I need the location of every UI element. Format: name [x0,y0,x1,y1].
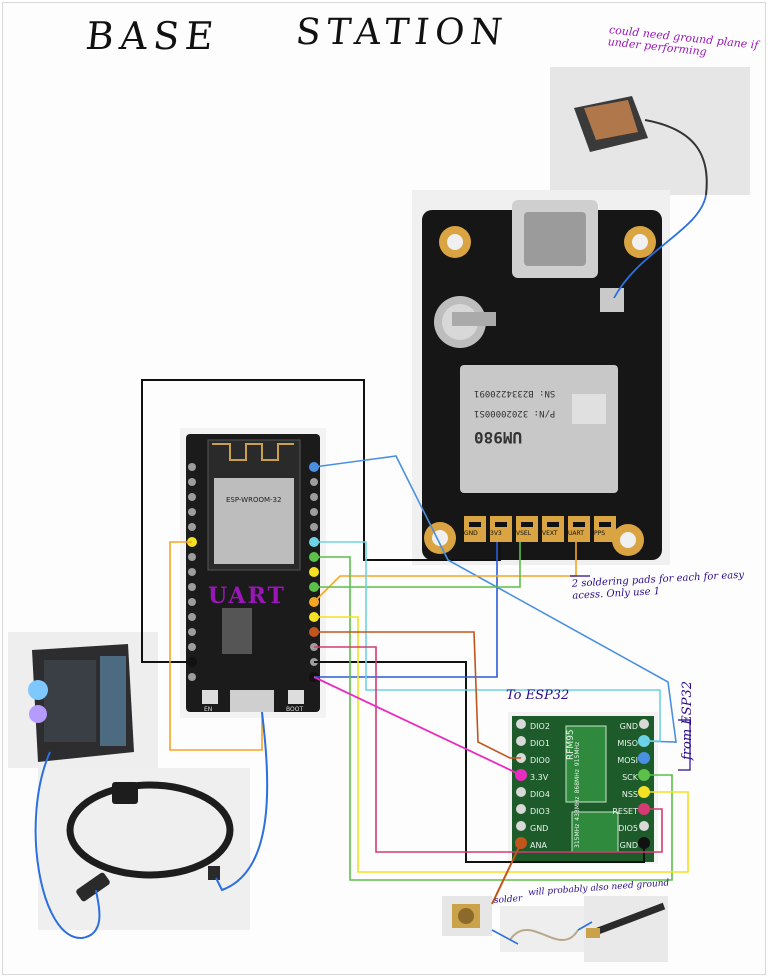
esp32-module-label: ESP-WROOM-32 [226,496,282,504]
lora-pin-sck: SCK [622,773,638,782]
lora-frequency-list: 315MHz 433MHz 868MHz 915MHz [574,742,581,848]
esp32-boot-button-label: BOOT [286,706,304,713]
pigtail-cable-image [500,906,584,952]
orange-wire-usb [169,541,263,751]
pc-tower-image [8,632,158,768]
uart-label: UART [208,583,286,609]
lora-pin-ana: ANA [530,841,547,850]
lora-pin-3v3: 3.3V [530,773,549,782]
gps-board-image [412,190,670,565]
lora-pin-reset: RESET [612,807,638,816]
blue-wire [313,455,677,743]
lora-pin-miso: MISO [617,739,638,748]
ground-wire-lora [314,661,645,863]
usb-wire-esp32 [215,711,269,892]
pink-wire [314,646,663,853]
lora-pin-gnd-bottom: GND [619,841,638,850]
lora-pin-dio1: DIO1 [530,739,550,748]
esp32-en-button-label: EN [204,706,213,713]
lora-right-pin-labels: GND MISO MOSI SCK NSS RESET DIO5 GND [606,718,638,854]
gps-chip-serial: SN: B2334220091 [474,388,556,398]
lora-pin-nss: NSS [621,790,638,799]
lora-pin-gnd-top: GND [619,722,638,731]
gps-pad-pps: PPS [594,530,606,537]
lora-pin-dio2: DIO2 [530,722,550,731]
to-esp32-note: To ESP32 [506,688,570,703]
magenta-wire [313,676,522,776]
gps-antenna-cable [613,194,707,299]
green-wire-lora [314,556,673,881]
ufl-connector-image [442,896,492,936]
gps-chip-model: UM980 [474,428,523,447]
lora-pin-mosi: MOSI [617,756,638,765]
green-wire-gps [314,542,521,588]
from-esp32-bracket [678,719,691,771]
usb-wire-pc [34,751,101,940]
lora-freq-915: 915MHz [574,741,581,767]
usb-cable-image [38,768,250,930]
esp32-board-image [180,428,326,718]
orange-wire [313,542,577,603]
lora-pin-dio3: DIO3 [530,807,550,816]
gps-pad-labels: GND 3V3 VSEL VEXT UART PPS [464,530,620,537]
gps-pad-3v3: 3V3 [490,530,502,537]
solder-note: solder [493,894,523,906]
lora-freq-433: 433MHz [574,796,581,821]
lora-pin-gnd-left: GND [530,824,549,833]
cyan-wire [314,541,661,742]
lora-freq-868: 868MHz [574,769,581,794]
gps-pad-uart: UART [568,530,584,537]
gps-pad-vsel: VSEL [516,530,532,537]
gps-pad-vext: VEXT [542,530,558,537]
lora-pin-dio5: DIO5 [618,824,638,833]
brown-wire [314,631,521,759]
from-esp32-note: from ESP32 [680,681,695,760]
lora-antenna-wire [491,842,522,905]
ground-wire-gps [141,379,501,663]
lora-freq-315: 315MHz [574,823,581,848]
gps-antenna-image [550,67,750,196]
lora-antenna-image [584,896,668,962]
gps-pad-gnd: GND [464,530,478,537]
yellow-wire [314,616,689,873]
lora-pin-dio4: DIO4 [530,790,550,799]
lora-module-image [508,712,658,864]
lora-left-pin-labels: DIO2 DIO1 DIO0 3.3V DIO4 DIO3 GND ANA [530,718,550,854]
lora-pin-dio0: DIO0 [530,756,550,765]
gps-chip-partnumber: P/N: 32020000S1 [474,408,556,418]
antenna-links [491,921,593,945]
